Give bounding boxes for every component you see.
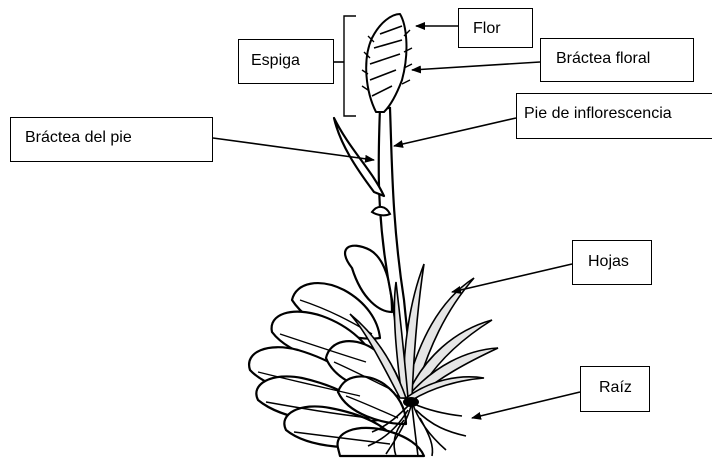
pointer-bractea-floral — [412, 62, 540, 70]
label-espiga-text: Espiga — [251, 52, 300, 69]
pointer-hojas — [452, 264, 572, 292]
leaf-shape — [338, 428, 424, 456]
label-pie-inflorescencia-text: Pie de inflorescencia — [524, 105, 672, 122]
spike-bracket — [344, 16, 356, 116]
label-espiga: Espiga — [238, 39, 334, 84]
spike — [362, 14, 412, 112]
label-pie-inflorescencia: Pie de inflorescencia — [516, 93, 712, 139]
label-raiz-text: Raíz — [599, 379, 632, 396]
peduncle-bract — [334, 118, 384, 196]
label-bractea-pie-text: Bráctea del pie — [25, 129, 132, 146]
label-raiz: Raíz — [580, 366, 650, 412]
pointer-raiz — [472, 392, 580, 418]
label-bractea-pie: Bráctea del pie — [10, 117, 213, 162]
label-flor: Flor — [458, 8, 533, 48]
label-hojas: Hojas — [572, 240, 652, 285]
pointer-pie-inflorescencia — [394, 118, 516, 146]
label-bractea-floral-text: Bráctea floral — [556, 50, 650, 67]
label-flor-text: Flor — [473, 20, 501, 37]
root-crown — [403, 397, 419, 407]
label-bractea-floral: Bráctea floral — [540, 38, 694, 82]
label-hojas-text: Hojas — [588, 253, 629, 270]
